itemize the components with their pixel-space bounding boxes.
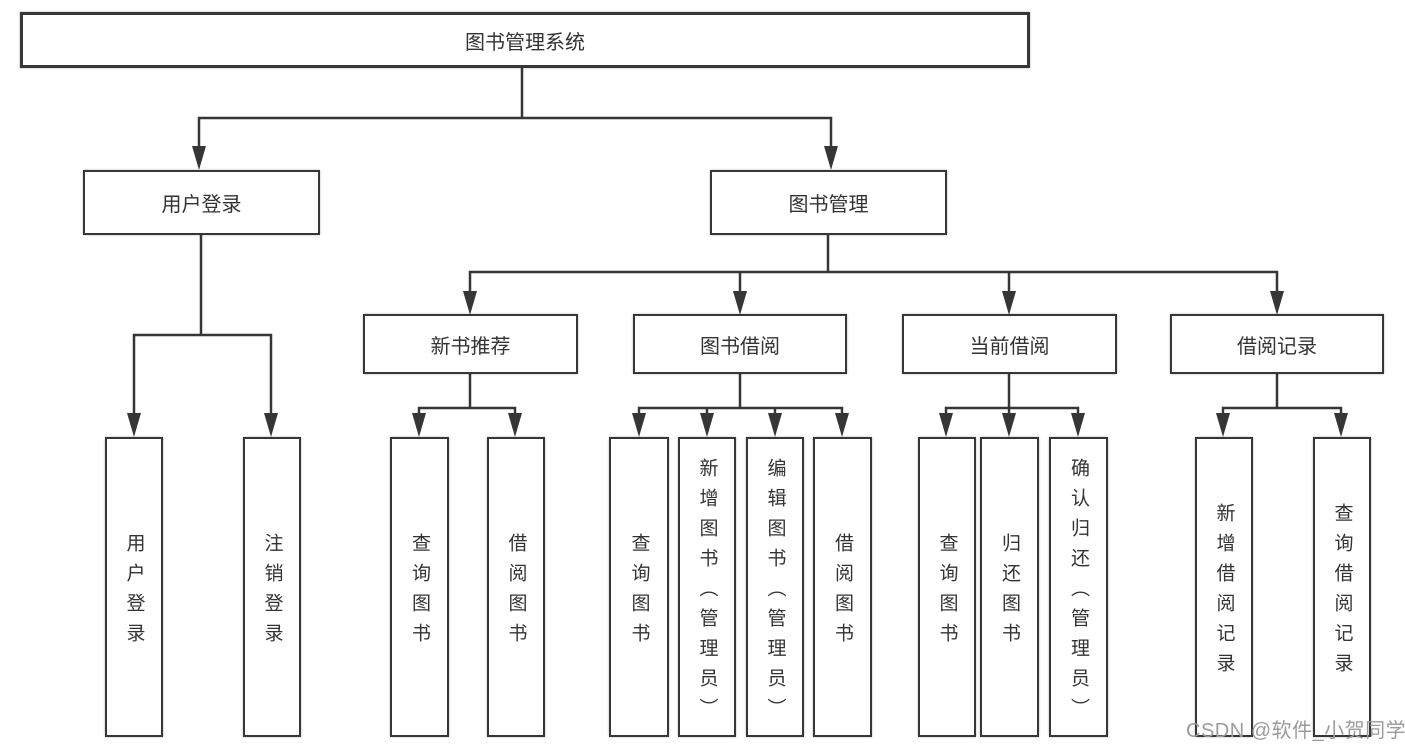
leaf-user-login: 用户登录 [105, 437, 163, 737]
leaf-label: 新增图书（管理员） [696, 457, 718, 728]
csdn-watermark: CSDN @软件_小贺同学 [1186, 720, 1405, 742]
leaf-borrow-books: 借阅图书 [813, 437, 872, 737]
node-label: 新书推荐 [430, 335, 511, 358]
leaf-label: 借阅图书 [505, 532, 527, 653]
leaf-label: 查询图书 [409, 532, 430, 653]
node-book-management: 图书管理 [710, 170, 947, 235]
leaf-label: 确认归还（管理员） [1068, 457, 1089, 728]
node-current-borrow: 当前借阅 [902, 314, 1117, 374]
leaf-logout-login: 注销登录 [243, 437, 301, 737]
node-borrow-records: 借阅记录 [1170, 314, 1384, 374]
node-label: 借阅记录 [1237, 335, 1317, 358]
leaf-label: 用户登录 [123, 532, 145, 653]
leaf-label: 新增借阅记录 [1213, 502, 1235, 683]
leaf-edit-books-admin: 编辑图书（管理员） [746, 437, 804, 737]
leaf-borrow-books-recommend: 借阅图书 [487, 437, 545, 737]
leaf-return-books: 归还图书 [980, 437, 1039, 737]
connector-book-borrow-branch [637, 374, 844, 416]
leaf-add-books-admin: 新增图书（管理员） [678, 437, 736, 737]
connector-user-login-branch [132, 234, 273, 416]
connector-root-to-level2 [197, 66, 833, 150]
connector-book-management-branch [468, 234, 1279, 294]
connector-borrow-records-branch [1221, 374, 1343, 416]
node-library-management-system: 图书管理系统 [20, 12, 1030, 68]
leaf-label: 归还图书 [999, 532, 1020, 653]
leaf-add-borrow-record: 新增借阅记录 [1195, 437, 1253, 737]
node-label: 图书管理 [788, 194, 869, 216]
node-label: 用户登录 [161, 194, 242, 216]
node-label: 图书借阅 [700, 335, 780, 358]
leaf-confirm-return-admin: 确认归还（管理员） [1049, 437, 1108, 737]
leaf-query-books-recommend: 查询图书 [390, 437, 449, 737]
connector-new-book-recommend-branch [417, 374, 517, 416]
node-user-login: 用户登录 [83, 170, 320, 235]
leaf-label: 注销登录 [261, 532, 283, 653]
node-label: 当前借阅 [969, 335, 1050, 358]
leaf-label: 查询借阅记录 [1331, 502, 1353, 683]
leaf-label: 借阅图书 [832, 532, 853, 653]
connector-current-borrow-branch [944, 374, 1080, 416]
node-new-book-recommend: 新书推荐 [363, 314, 578, 374]
node-book-borrow: 图书借阅 [633, 314, 847, 374]
leaf-label: 编辑图书（管理员） [764, 457, 786, 728]
leaf-label: 查询图书 [936, 532, 958, 653]
leaf-query-books-current: 查询图书 [918, 437, 976, 737]
leaf-label: 查询图书 [628, 532, 650, 653]
leaf-query-books-borrow: 查询图书 [609, 437, 669, 737]
leaf-query-borrow-record: 查询借阅记录 [1313, 437, 1371, 737]
node-label: 图书管理系统 [465, 31, 585, 54]
